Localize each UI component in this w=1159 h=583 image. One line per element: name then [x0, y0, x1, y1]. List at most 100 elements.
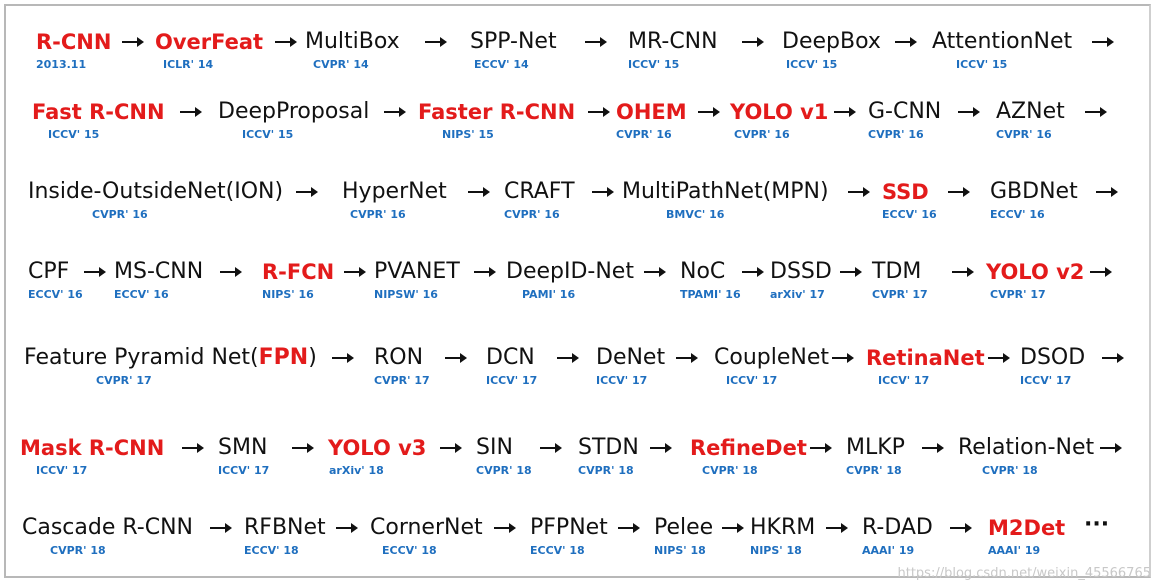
venue-label: ECCV' 14 — [474, 58, 529, 71]
continuation-ellipsis: ··· — [1084, 512, 1110, 537]
arrow-icon — [425, 37, 447, 47]
arrow-icon — [557, 353, 579, 363]
detector-name: SMN — [218, 435, 268, 460]
detector-name: M2Det — [988, 516, 1066, 540]
arrow-icon — [292, 443, 314, 453]
venue-label: CVPR' 16 — [996, 128, 1052, 141]
detector-name: Feature Pyramid Net(FPN) — [24, 345, 317, 370]
venue-label: CVPR' 16 — [504, 208, 560, 221]
arrow-icon — [950, 523, 972, 533]
arrow-icon — [848, 187, 870, 197]
detector-name: SPP-Net — [470, 29, 557, 54]
arrow-icon — [468, 187, 490, 197]
detector-name: NoC — [680, 259, 726, 284]
detector-name: CornerNet — [370, 515, 483, 540]
venue-label: AAAI' 19 — [988, 544, 1041, 557]
detector-name: Cascade R-CNN — [22, 515, 193, 540]
venue-label: ECCV' 18 — [244, 544, 299, 557]
detector-name: CRAFT — [504, 179, 575, 204]
detector-name: OverFeat — [155, 30, 264, 54]
detector-name: DeepID-Net — [506, 259, 634, 284]
detector-node: G-CNN CVPR' 16 — [868, 98, 941, 142]
venue-label: ICCV' 17 — [486, 374, 538, 387]
arrow-icon — [592, 187, 614, 197]
detector-node: NoC TPAMI' 16 — [680, 258, 741, 302]
arrow-icon — [810, 443, 832, 453]
arrow-icon — [840, 267, 862, 277]
arrow-icon — [1092, 37, 1114, 47]
arrow-icon — [494, 523, 516, 533]
detector-name: Mask R-CNN — [20, 436, 165, 460]
detector-node: Inside-OutsideNet(ION)CVPR' 16 — [28, 178, 283, 222]
arrow-icon — [826, 523, 848, 533]
detector-name: STDN — [578, 435, 639, 460]
venue-label: arXiv' 17 — [770, 288, 825, 301]
venue-label: ICCV' 15 — [956, 58, 1008, 71]
arrow-icon — [210, 523, 232, 533]
detector-node: SSD ECCV' 16 — [882, 178, 937, 222]
detector-node: CRAFT CVPR' 16 — [504, 178, 575, 222]
arrow-icon — [384, 107, 406, 117]
detector-name: DeNet — [596, 345, 666, 370]
detector-name: SSD — [882, 180, 929, 204]
arrow-icon — [84, 267, 106, 277]
detector-name: AZNet — [996, 99, 1065, 124]
arrow-icon — [296, 187, 318, 197]
detector-name: Faster R-CNN — [418, 100, 576, 124]
venue-label: NIPS' 16 — [262, 288, 314, 301]
detector-name: Relation-Net — [958, 435, 1095, 460]
detector-name: AttentionNet — [932, 29, 1073, 54]
detector-name: DSSD — [770, 259, 832, 284]
arrow-icon — [1100, 443, 1122, 453]
detector-name: DSOD — [1020, 345, 1086, 370]
arrow-icon — [650, 443, 672, 453]
detector-name: HyperNet — [342, 179, 447, 204]
detector-name: DeepBox — [782, 29, 881, 54]
venue-label: TPAMI' 16 — [680, 288, 741, 301]
venue-label: CVPR' 18 — [50, 544, 106, 557]
arrow-icon — [922, 443, 944, 453]
venue-label: ICCV' 15 — [628, 58, 680, 71]
venue-label: CVPR' 16 — [350, 208, 406, 221]
arrow-icon — [618, 523, 640, 533]
arrow-icon — [948, 187, 970, 197]
venue-label: CVPR' 16 — [868, 128, 924, 141]
venue-label: ECCV' 16 — [882, 208, 937, 221]
arrow-icon — [1102, 353, 1124, 363]
arrow-icon — [445, 353, 467, 363]
arrow-icon — [676, 353, 698, 363]
arrow-icon — [742, 267, 764, 277]
venue-label: 2013.11 — [36, 58, 87, 71]
venue-label: CVPR' 18 — [702, 464, 758, 477]
detector-name: RetinaNet — [866, 346, 985, 370]
venue-label: ECCV' 18 — [530, 544, 585, 557]
arrow-icon — [540, 443, 562, 453]
detector-name: YOLO v1 — [730, 100, 829, 124]
venue-label: NIPS' 15 — [442, 128, 494, 141]
detector-name: PVANET — [374, 259, 460, 284]
detector-name: R-FCN — [262, 260, 335, 284]
detector-name: R-DAD — [862, 515, 933, 540]
detector-name: RFBNet — [244, 515, 326, 540]
venue-label: PAMI' 16 — [522, 288, 576, 301]
detector-name: G-CNN — [868, 99, 942, 124]
detector-name: DCN — [486, 345, 535, 370]
venue-label: BMVC' 16 — [666, 208, 725, 221]
detector-node: MultiPathNet(MPN)BMVC' 16 — [622, 178, 829, 222]
venue-label: AAAI' 19 — [862, 544, 915, 557]
venue-label: ICCV' 15 — [786, 58, 838, 71]
venue-label: ICCV' 17 — [878, 374, 930, 387]
diagram-frame — [4, 4, 1151, 578]
